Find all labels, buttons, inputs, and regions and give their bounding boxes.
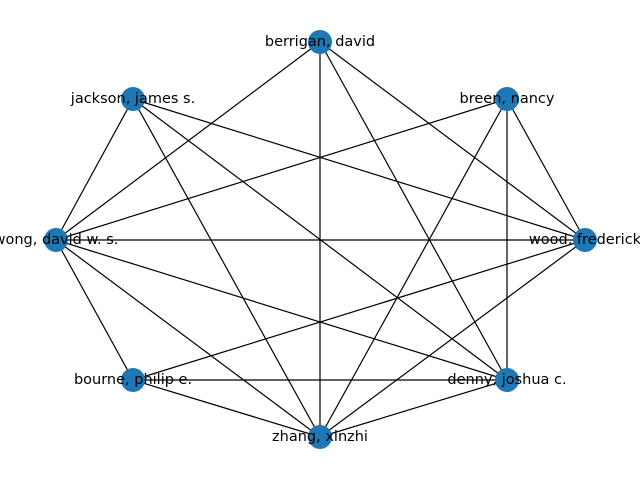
edge-berrigan-wood — [319, 41, 586, 241]
edge-breen-wong — [55, 98, 508, 241]
node-label-breen: breen, nancy — [460, 91, 555, 107]
node-label-berrigan: berrigan, david — [265, 34, 375, 50]
edge-berrigan-denny — [319, 41, 508, 381]
node-zhang — [308, 425, 332, 449]
edge-bourne-zhang — [132, 379, 321, 438]
edge-wong-denny — [55, 239, 508, 381]
node-label-wong: wong, david w. s. — [0, 232, 118, 248]
edge-breen-zhang — [319, 98, 508, 438]
edge-wong-zhang — [55, 239, 321, 438]
node-wong — [44, 228, 68, 252]
edge-wood-bourne — [132, 239, 586, 381]
edge-zhang-denny — [319, 379, 508, 438]
node-wood — [573, 228, 597, 252]
node-berrigan — [308, 30, 332, 54]
edge-wood-zhang — [319, 239, 586, 438]
node-label-zhang: zhang, xinzhi — [272, 429, 368, 445]
node-denny — [495, 368, 519, 392]
node-label-denny: denny, joshua c. — [447, 372, 566, 388]
edge-jackson-wong — [55, 98, 134, 241]
node-jackson — [121, 87, 145, 111]
edge-layer — [55, 41, 586, 438]
edge-wong-bourne — [55, 239, 134, 381]
label-layer: berrigan, david breen, nancy wood, frederi… — [0, 34, 640, 445]
node-breen — [495, 87, 519, 111]
edge-jackson-zhang — [132, 98, 321, 438]
edge-breen-wood — [506, 98, 586, 241]
node-label-bourne: bourne, philip e. — [74, 372, 192, 388]
node-label-jackson: jackson, james s. — [70, 91, 195, 107]
edge-jackson-wood — [132, 98, 586, 241]
node-label-wood: wood, frederick — [529, 232, 640, 248]
node-layer — [44, 30, 597, 449]
node-bourne — [121, 368, 145, 392]
